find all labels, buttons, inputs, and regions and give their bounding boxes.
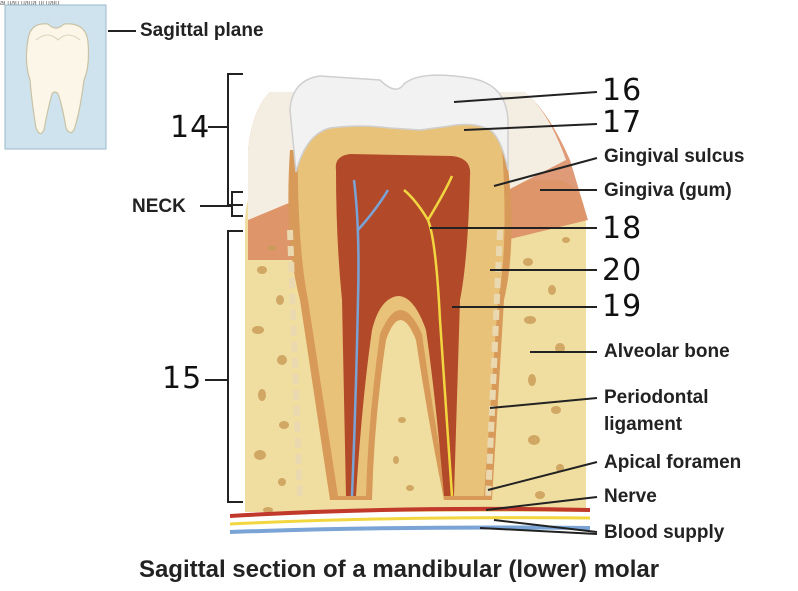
label-gingival-sulcus: Gingival sulcus bbox=[604, 146, 745, 167]
label-apical-foramen: Apical foramen bbox=[604, 452, 742, 473]
caption: Sagittal section of a mandibular (lower)… bbox=[138, 556, 660, 583]
nerve-bottom bbox=[229, 516, 591, 526]
label-periodontal-line2: ligament bbox=[604, 414, 683, 435]
gingiva-right-top bbox=[500, 92, 566, 190]
header-text: ai uau uaua ui uaiu bbox=[0, 0, 60, 7]
leader-lines bbox=[430, 91, 598, 535]
gingiva-left-top bbox=[248, 92, 296, 220]
label-root-number: 15 bbox=[162, 361, 203, 396]
label-periodontal-line1: Periodontal bbox=[604, 387, 709, 408]
label-nerve: Nerve bbox=[604, 486, 657, 507]
label-crown-number: 14 bbox=[170, 110, 211, 145]
vessel-pulp bbox=[350, 179, 390, 497]
periodontal-ligament bbox=[287, 229, 503, 501]
nerve-pulp bbox=[403, 175, 454, 497]
inset-label: Sagittal plane bbox=[140, 20, 264, 41]
label-gingiva: Gingiva (gum) bbox=[604, 180, 732, 201]
inset-tooth-icon bbox=[25, 23, 90, 135]
label-alveolar-bone: Alveolar bone bbox=[604, 341, 730, 362]
label-neck: NECK bbox=[132, 196, 186, 217]
label-root-canal-number: 19 bbox=[602, 289, 643, 324]
pulp-cavity bbox=[335, 154, 471, 496]
label-pulp-number: 18 bbox=[602, 211, 643, 246]
bracket-lines bbox=[200, 73, 243, 503]
label-cementum-number: 20 bbox=[602, 253, 643, 288]
label-blood-supply: Blood supply bbox=[604, 522, 725, 543]
label-enamel-number: 16 bbox=[602, 73, 643, 108]
label-dentin-number: 17 bbox=[602, 105, 643, 140]
vein bbox=[229, 525, 591, 534]
enamel bbox=[289, 74, 509, 173]
artery bbox=[229, 506, 591, 518]
